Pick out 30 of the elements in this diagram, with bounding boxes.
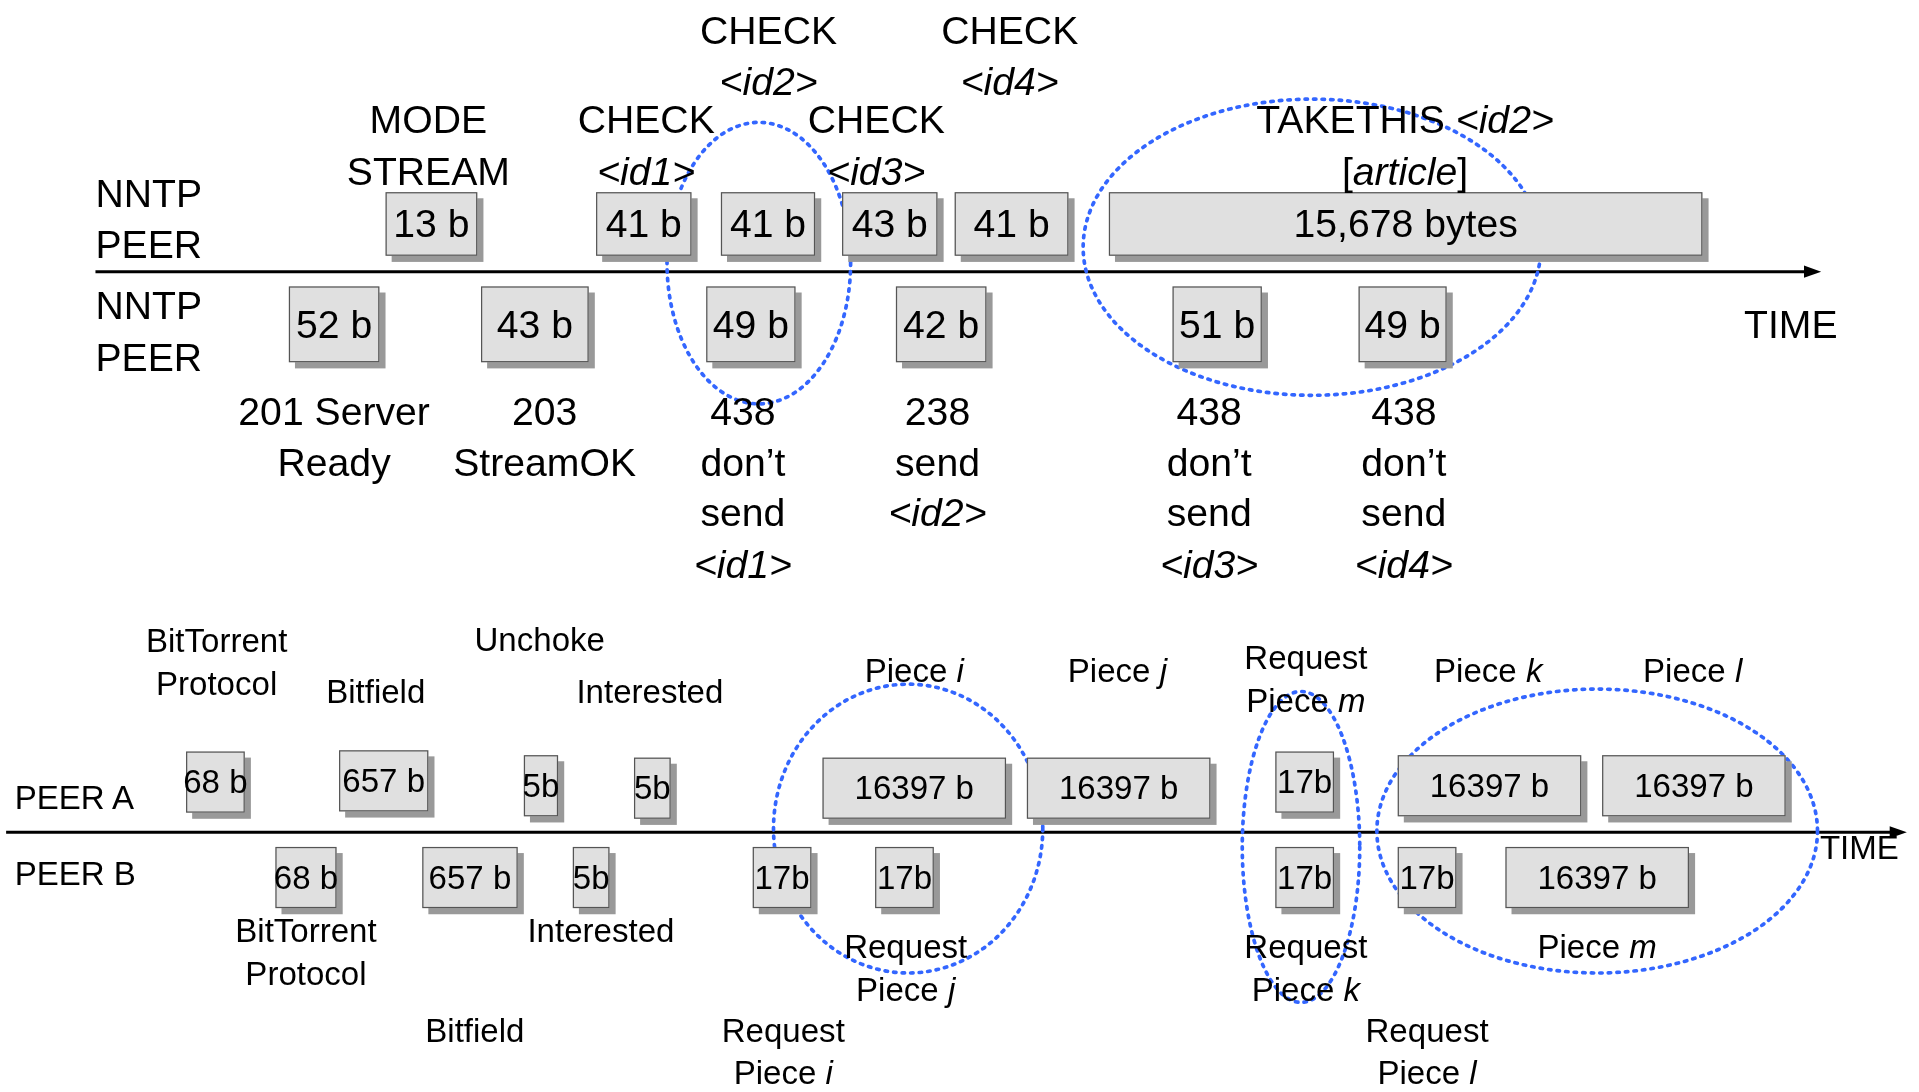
message-label: Bitfield [325, 672, 427, 712]
message-label: Unchoke [473, 620, 606, 661]
message-label: Piece k [1433, 651, 1545, 692]
message-label: 438 don’t send <id3> [1159, 388, 1260, 588]
message-label: Request Piece i [720, 1011, 846, 1092]
axis-label: TIME [1819, 828, 1900, 869]
message-label: Piece l [1642, 651, 1744, 692]
peer-label: PEER A [14, 778, 136, 819]
message-label: 438 don’t send <id1> [692, 388, 793, 588]
message-label: 201 Server Ready [237, 388, 431, 487]
peer-label: NNTP PEER [95, 170, 204, 269]
peer-label: NNTP PEER [95, 282, 204, 381]
message-label: TAKETHIS <id2> [article] [1255, 96, 1555, 195]
message-label: Piece m [1536, 927, 1658, 968]
message-label: Request Piece j [843, 927, 969, 1011]
message-label: BitTorrent Protocol [234, 912, 378, 995]
peer-label: PEER B [14, 854, 137, 895]
message-label: 438 don’t send <id4> [1353, 388, 1454, 588]
message-label: Request Piece k [1243, 927, 1369, 1011]
message-label: Request Piece l [1364, 1011, 1490, 1092]
message-label: 238 send <id2> [887, 388, 988, 538]
message-label: Interested [526, 912, 676, 952]
message-label: Bitfield [424, 1011, 526, 1051]
message-label: 203 StreamOK [452, 388, 638, 487]
message-label: Interested [575, 672, 725, 712]
message-label: Piece j [1066, 651, 1169, 692]
message-label: Piece i [863, 651, 966, 692]
axis-label: TIME [1744, 301, 1839, 349]
message-label: MODE STREAM [345, 96, 511, 195]
message-label: BitTorrent Protocol [144, 621, 289, 705]
